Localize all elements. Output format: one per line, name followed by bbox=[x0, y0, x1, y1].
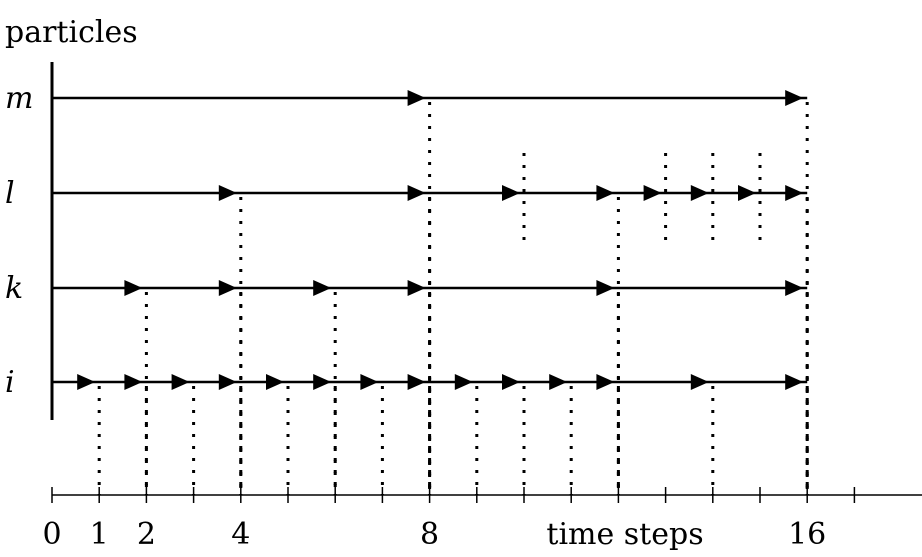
step-arrow-m bbox=[785, 90, 804, 106]
step-arrow-i bbox=[77, 374, 96, 390]
step-arrow-i bbox=[218, 374, 237, 390]
step-arrow-l bbox=[596, 185, 615, 201]
step-arrow-i bbox=[596, 374, 615, 390]
step-arrow-i bbox=[549, 374, 568, 390]
step-arrow-i bbox=[360, 374, 379, 390]
time-axis-tick-label: 2 bbox=[137, 517, 156, 552]
time-axis-tick-label: 16 bbox=[788, 517, 826, 552]
step-arrow-k bbox=[218, 280, 237, 296]
step-arrow-i bbox=[171, 374, 190, 390]
particle-label-i: i bbox=[5, 365, 15, 400]
step-arrow-l bbox=[407, 185, 426, 201]
step-arrow-l bbox=[643, 185, 662, 201]
step-arrow-i bbox=[313, 374, 332, 390]
particle-label-k: k bbox=[5, 271, 23, 306]
x-axis-title: time steps bbox=[546, 517, 703, 552]
step-arrow-i bbox=[266, 374, 284, 390]
step-arrow-i bbox=[407, 374, 426, 390]
step-arrow-i bbox=[124, 374, 143, 390]
step-arrow-k bbox=[785, 280, 804, 296]
step-arrow-k bbox=[407, 280, 426, 296]
time-axis-tick-label: 8 bbox=[420, 517, 439, 552]
step-arrow-k bbox=[124, 280, 143, 296]
step-arrow-l bbox=[690, 185, 709, 201]
step-arrow-l bbox=[502, 185, 520, 201]
step-arrow-m bbox=[407, 90, 426, 106]
time-axis-tick-label: 4 bbox=[231, 517, 250, 552]
step-arrow-i bbox=[690, 374, 709, 390]
step-arrow-i bbox=[454, 374, 473, 390]
step-arrow-l bbox=[218, 185, 237, 201]
step-arrow-i bbox=[785, 374, 804, 390]
step-arrow-l bbox=[785, 185, 804, 201]
particle-label-l: l bbox=[5, 176, 15, 211]
step-arrow-i bbox=[502, 374, 520, 390]
y-axis-title: particles bbox=[5, 15, 138, 50]
step-arrow-l bbox=[738, 185, 756, 201]
time-axis-tick-label: 1 bbox=[90, 517, 109, 552]
time-axis-tick-label: 0 bbox=[42, 517, 61, 552]
step-arrow-k bbox=[313, 280, 332, 296]
step-arrow-k bbox=[596, 280, 615, 296]
particle-label-m: m bbox=[5, 81, 33, 116]
